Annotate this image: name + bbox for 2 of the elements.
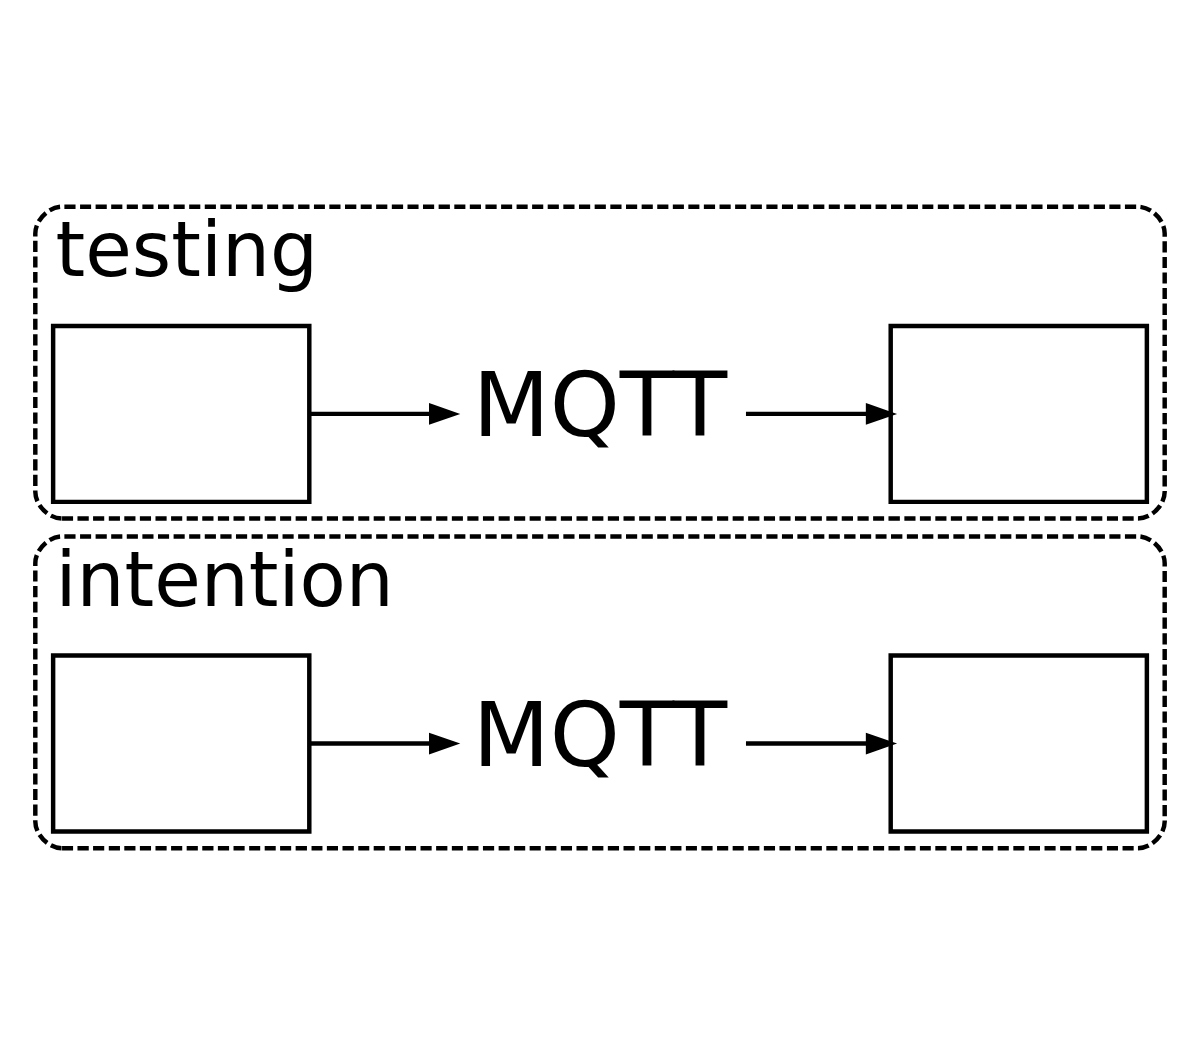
node-text: MQTT [472, 682, 728, 787]
node-text: MQTT [472, 352, 728, 457]
